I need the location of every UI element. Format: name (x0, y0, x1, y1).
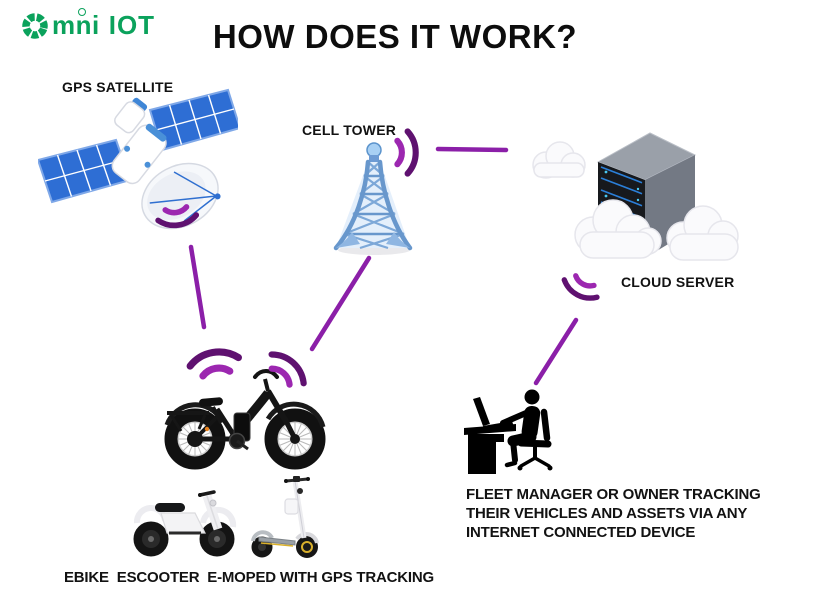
e-moped-icon (133, 490, 237, 557)
satellite-icon (38, 88, 238, 230)
fleet-manager-line1: FLEET MANAGER OR OWNER TRACKING (466, 486, 761, 503)
office-chair (517, 408, 553, 471)
aperture-icon (22, 13, 48, 39)
cloud-right-front (666, 205, 739, 261)
signal-arcs-tower (394, 128, 419, 177)
fleet-manager-label: FLEET MANAGER OR OWNER TRACKING THEIR VE… (466, 485, 776, 542)
signal-arcs-ebike-left (186, 348, 243, 380)
brand-name: mni (52, 8, 100, 40)
fleet-manager-line2: THEIR VEHICLES AND ASSETS VIA ANY (466, 505, 748, 522)
line-tower-to-cloud (435, 146, 509, 153)
gps-satellite-label: GPS SATELLITE (62, 79, 174, 95)
cloud-left-front (574, 199, 662, 259)
signal-arcs-ebike-right (268, 351, 307, 388)
brand-name-text: mni (52, 10, 100, 40)
satellite-body (111, 97, 167, 185)
cell-tower-icon (333, 142, 413, 255)
brand-logo: mni IOT (20, 8, 156, 40)
line-cloud-to-manager (533, 317, 579, 386)
line-satellite-to-ebike (188, 244, 207, 330)
solar-panel-right (148, 88, 238, 152)
laptop (473, 397, 514, 431)
n-ring-mark (78, 8, 86, 16)
ebike-icon (164, 369, 326, 470)
moped-body (133, 490, 237, 535)
signal-arcs-cloud (561, 273, 600, 301)
brand-suffix: IOT (108, 10, 156, 40)
fleet-manager-line3: INTERNET CONNECTED DEVICE (466, 524, 696, 541)
tower-structure (333, 142, 413, 251)
ebike-frame (164, 369, 326, 451)
fleet-manager-icon (464, 389, 553, 474)
line-tower-to-ebike (309, 255, 372, 352)
scooter-wheels (251, 536, 318, 558)
signal-arcs-satellite (155, 204, 200, 229)
cloud-small (532, 141, 586, 179)
cloud-server-icon (532, 132, 739, 261)
satellite-dish (141, 162, 221, 230)
cell-tower-label: CELL TOWER (302, 122, 397, 138)
escooter-icon (251, 476, 319, 558)
person (500, 389, 541, 468)
vehicles-label: EBIKE ESCOOTER E-MOPED WITH GPS TRACKING (64, 569, 434, 586)
cloud-server-label: CLOUD SERVER (621, 274, 735, 290)
scooter-body (251, 476, 319, 547)
page-title: HOW DOES IT WORK? (212, 18, 578, 55)
